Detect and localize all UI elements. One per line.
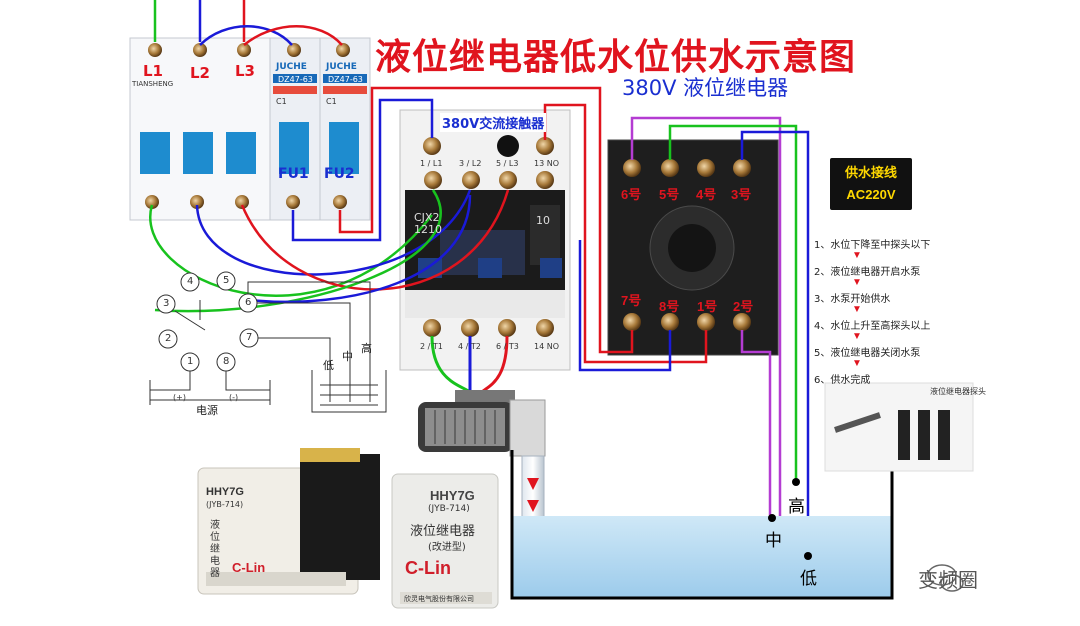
water-tank — [510, 450, 894, 600]
relay-pin-3: 3号 — [731, 187, 752, 202]
probe-caption: 液位继电器探头 — [930, 387, 986, 396]
relay-pin-4: 4号 — [696, 187, 717, 202]
relay-pin-1: 1号 — [697, 299, 718, 314]
schem-pin-5: 5 — [223, 275, 230, 286]
schem-level-high: 高 — [361, 342, 372, 355]
step-2: 2、液位继电器开启水泵 — [814, 267, 921, 278]
contactor-terminal-t2: 4 / T2 — [458, 342, 481, 351]
schem-power-minus: (-) — [229, 393, 239, 402]
product-front-model: HHY7G — [430, 488, 475, 503]
contactor-terminal-13no: 13 NO — [534, 159, 560, 168]
arrow-down-icon: ▼ — [852, 277, 862, 288]
contactor-model: CJX2 1210 — [414, 211, 442, 236]
contactor-terminal-t1: 2 / T1 — [420, 342, 443, 351]
relay-pin-6: 6号 — [621, 187, 642, 202]
product-side-brand: C-Lin — [232, 560, 266, 575]
probe-photo — [824, 382, 974, 472]
relay-pin-5: 5号 — [659, 187, 680, 202]
process-steps: 1、水位下降至中探头以下 ▼ 2、液位继电器开启水泵 ▼ 3、水泵开始供水 ▼ … — [814, 236, 934, 386]
schem-pin-2: 2 — [165, 333, 172, 344]
fuse-label-fu1: FU1 — [278, 166, 309, 182]
product-front-variant: (改进型) — [428, 542, 466, 553]
watermark-text: 变频圈 — [918, 570, 978, 592]
product-front-maker: 欣灵电气股份有限公司 — [404, 595, 474, 603]
schem-pin-8: 8 — [223, 356, 230, 367]
step-4: 4、水位上升至高探头以上 — [814, 321, 931, 332]
relay-socket — [607, 139, 779, 356]
phase-label-l2: L2 — [190, 64, 210, 82]
schem-level-low: 低 — [323, 359, 334, 372]
diagram-title: 液位继电器低水位供水示意图 — [375, 37, 857, 78]
schem-power-label: 电源 — [196, 404, 218, 417]
contactor-terminal-l2: 3 / L2 — [459, 159, 482, 168]
schem-pin-7: 7 — [246, 332, 253, 343]
product-side-name: 液位继电器 — [210, 520, 220, 579]
supply-wiring-box: 供水接线 AC220V — [830, 158, 912, 210]
contactor-terminal-l1: 1 / L1 — [420, 159, 443, 168]
tank-level-mid: 中 — [765, 531, 782, 551]
schem-power-plus: (+) — [173, 393, 186, 402]
step-1: 1、水位下降至中探头以下 — [814, 240, 931, 251]
arrow-down-icon: ▼ — [852, 331, 862, 342]
contactor-aux: 10 — [536, 214, 550, 227]
contactor-label: 380V交流接触器 — [440, 113, 547, 132]
relay-subtitle: 380V 液位继电器 — [622, 76, 789, 100]
fuse-rating-2: C1 — [326, 97, 337, 106]
tank-level-low: 低 — [800, 569, 817, 589]
fuse-label-fu2: FU2 — [324, 166, 355, 182]
phase-label-l1: L1 — [143, 62, 163, 80]
schem-pin-4: 4 — [187, 276, 194, 287]
contactor-terminal-14no: 14 NO — [534, 342, 560, 351]
product-side-submodel: (JYB-714) — [206, 500, 244, 509]
relay-product-front — [391, 473, 499, 609]
arrow-down-icon: ▼ — [852, 304, 862, 315]
wechat-icon — [927, 564, 964, 592]
relay-pin-7: 7号 — [621, 293, 642, 308]
arrow-down-icon: ▼ — [852, 358, 862, 369]
product-front-submodel: (JYB-714) — [428, 504, 470, 514]
supply-wiring-title: 供水接线 — [844, 165, 897, 180]
product-front-brand: C-Lin — [405, 558, 451, 578]
schem-level-mid: 中 — [342, 350, 353, 363]
contactor-terminal-l3: 5 / L3 — [496, 159, 519, 168]
arrow-down-icon: ▼ — [852, 250, 862, 261]
schem-pin-6: 6 — [245, 297, 252, 308]
relay-product-side — [197, 448, 380, 595]
breaker-brand: TIANSHENG — [132, 80, 174, 88]
step-5: 5、液位继电器关闭水泵 — [814, 348, 921, 359]
schem-pin-3: 3 — [163, 298, 170, 309]
circuit-breaker — [129, 37, 371, 221]
fuse-rating-1: C1 — [276, 97, 287, 106]
product-front-name: 液位继电器 — [410, 524, 476, 539]
product-side-model: HHY7G — [206, 486, 244, 498]
fuse-model-1: DZ47-63 — [278, 75, 313, 84]
tank-level-high: 高 — [788, 497, 805, 517]
step-3: 3、水泵开始供水 — [814, 294, 891, 305]
fuse-brand-2: JUCHE — [326, 62, 357, 72]
phase-label-l3: L3 — [235, 62, 255, 80]
relay-schematic — [149, 271, 387, 413]
contactor-terminal-t3: 6 / T3 — [496, 342, 519, 351]
fuse-model-2: DZ47-63 — [328, 75, 363, 84]
fuse-brand-1: JUCHE — [276, 62, 307, 72]
wires — [149, 0, 810, 560]
ac-contactor — [399, 109, 571, 371]
schem-pin-1: 1 — [187, 356, 194, 367]
step-6: 6、供水完成 — [814, 375, 871, 386]
relay-pin-8: 8号 — [659, 299, 680, 314]
relay-pin-2: 2号 — [733, 299, 754, 314]
supply-voltage: AC220V — [846, 187, 896, 202]
